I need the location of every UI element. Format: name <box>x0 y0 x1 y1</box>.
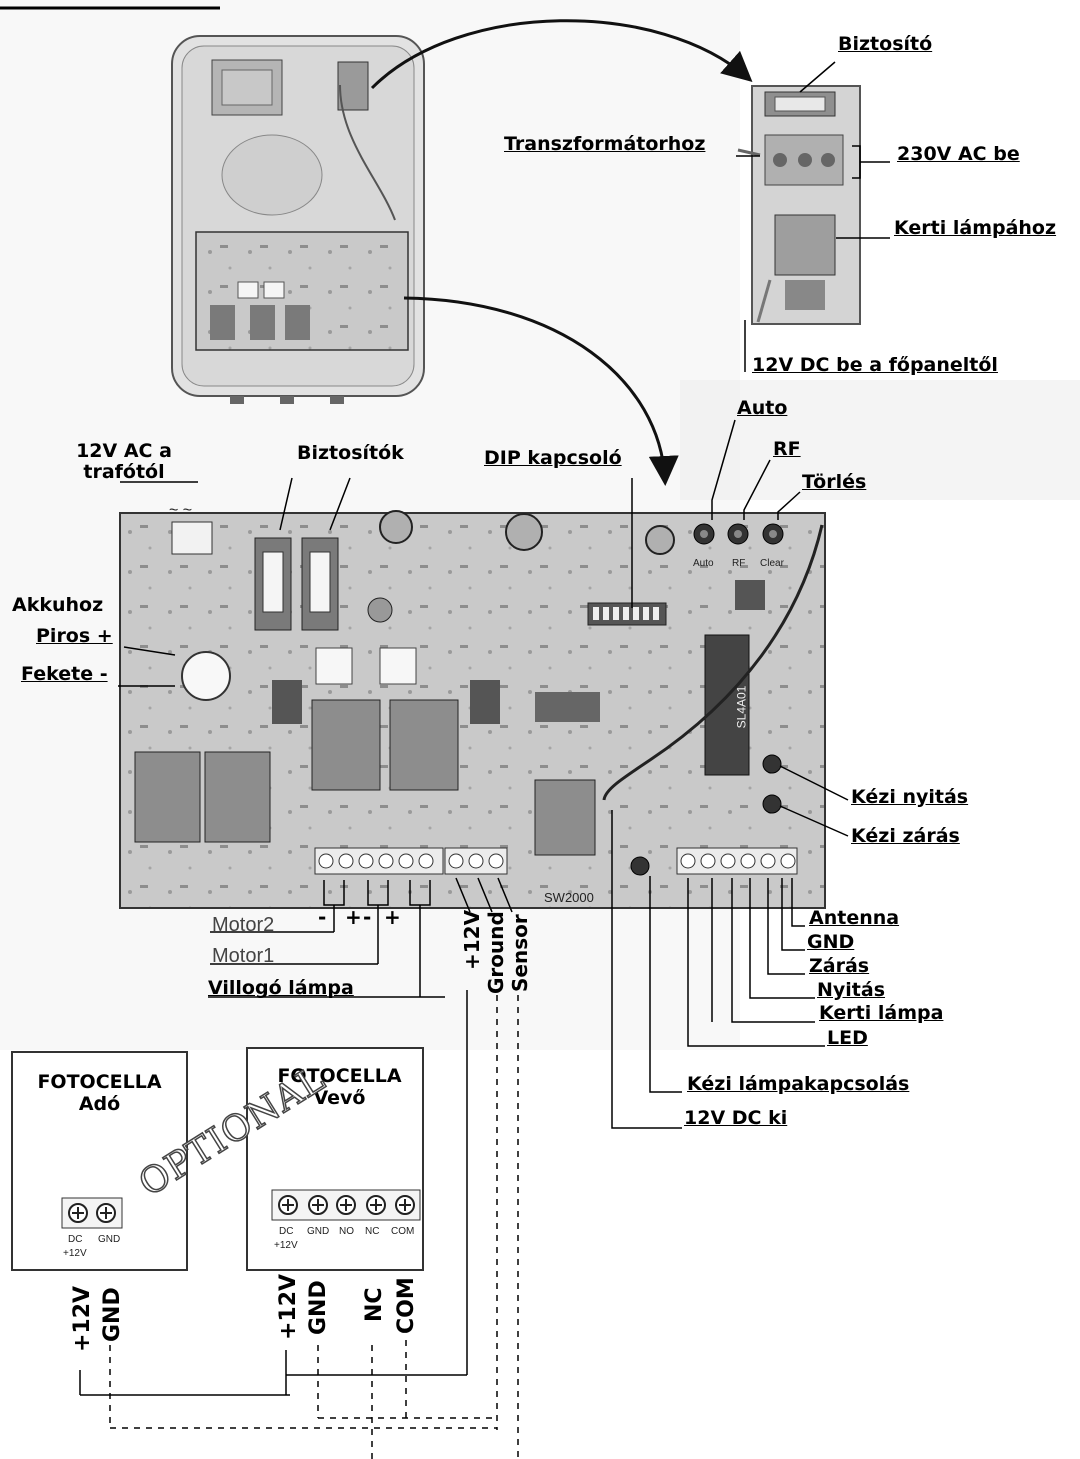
photocell-tx-wire-12v: +12V <box>70 1285 95 1352</box>
label-clear: Törlés <box>802 471 867 493</box>
label-flash-lamp: Villogó lámpa <box>208 977 354 999</box>
photocell-rx-wire-12v: +12V <box>276 1273 301 1340</box>
photocell-rx-t5: COM <box>391 1226 415 1237</box>
label-ac-in: 230V AC be <box>897 143 1020 165</box>
label-ac-trafo-line1: 12V AC a <box>76 440 172 462</box>
marking-chip: SL4A01 <box>734 685 749 729</box>
arrow-to-module <box>370 19 753 90</box>
label-led: LED <box>827 1027 868 1049</box>
label-manual-close: Kézi zárás <box>851 825 960 847</box>
label-antenna: Antenna <box>809 907 900 929</box>
label-red-plus: Piros + <box>36 625 113 647</box>
label-fuses: Biztosítók <box>297 442 404 464</box>
label-dc-out: 12V DC ki <box>684 1107 788 1129</box>
photocell-tx-title-line2: Adó <box>78 1092 121 1115</box>
photocell-transmitter <box>11 1051 188 1271</box>
photocell-rx-title-line1: FOTOCELLA <box>277 1065 402 1087</box>
label-ground: Ground <box>484 911 508 994</box>
marking-btn-auto: Auto <box>693 558 714 569</box>
label-auto: Auto <box>737 397 788 419</box>
photocell-rx-t3: NO <box>339 1226 354 1237</box>
label-manual-lamp: Kézi lámpakapcsolás <box>687 1073 910 1095</box>
label-ac-trafo-line2: trafótól <box>83 460 165 483</box>
marking-btn-rf: RF <box>732 558 746 569</box>
label-black-minus: Fekete - <box>21 663 108 685</box>
photocell-rx-t2: GND <box>307 1226 330 1237</box>
photocell-rx-wire-com: COM <box>394 1277 419 1334</box>
label-transformer: Transzformátorhoz <box>504 133 706 155</box>
photocell-tx-t2: GND <box>98 1234 121 1245</box>
label-motor2: Motor2 <box>212 914 275 936</box>
photocell-tx-t1: DC <box>68 1234 83 1245</box>
control-box-enclosure <box>171 35 425 404</box>
photocell-tx-title-line1: FOTOCELLA <box>37 1071 162 1093</box>
photocell-rx-title: FOTOCELLA Vevő <box>257 1065 422 1110</box>
photocell-tx-t1b: +12V <box>63 1248 87 1259</box>
photocell-rx-title-line2: Vevő <box>313 1086 366 1109</box>
marking-model: SW2000 <box>544 890 594 905</box>
label-gnd: GND <box>807 931 855 953</box>
marking-btn-clear: Clear <box>760 558 784 569</box>
photocell-rx-t1b: +12V <box>274 1240 298 1251</box>
motor2-plus: + <box>345 905 362 929</box>
main-pcb <box>119 510 826 909</box>
marking-tilde: ~ ~ <box>169 502 193 519</box>
label-close: Zárás <box>809 955 870 977</box>
label-open: Nyitás <box>817 979 886 1001</box>
arrow-to-board <box>403 296 679 486</box>
power-module <box>737 85 861 325</box>
label-dc-in: 12V DC be a főpaneltől <box>752 354 998 376</box>
label-12v-sensor: +12V <box>460 909 484 970</box>
label-battery: Akkuhoz <box>12 594 104 616</box>
label-motor1: Motor1 <box>212 945 275 967</box>
photocell-rx-t4: NC <box>365 1226 380 1237</box>
photocell-tx-wire-gnd: GND <box>100 1287 125 1342</box>
label-sensor: Sensor <box>508 914 532 992</box>
photocell-rx-t1: DC <box>279 1226 294 1237</box>
motor1-minus: - <box>363 905 372 929</box>
photocell-tx-title: FOTOCELLA Adó <box>22 1071 177 1116</box>
label-garden-lamp-module: Kerti lámpához <box>894 217 1057 239</box>
label-manual-open: Kézi nyitás <box>851 786 969 808</box>
label-fuse: Biztosító <box>838 33 933 55</box>
label-ac-trafo: 12V AC a trafótól <box>64 441 184 483</box>
motor1-plus: + <box>384 905 401 929</box>
label-dip-switch: DIP kapcsoló <box>484 447 622 469</box>
label-rf: RF <box>773 438 801 460</box>
label-garden-lamp: Kerti lámpa <box>819 1002 944 1024</box>
photocell-rx-wire-gnd: GND <box>306 1280 331 1335</box>
photocell-rx-wire-nc: NC <box>362 1287 387 1322</box>
motor2-minus: - <box>318 905 327 929</box>
photocell-receiver <box>246 1047 424 1271</box>
